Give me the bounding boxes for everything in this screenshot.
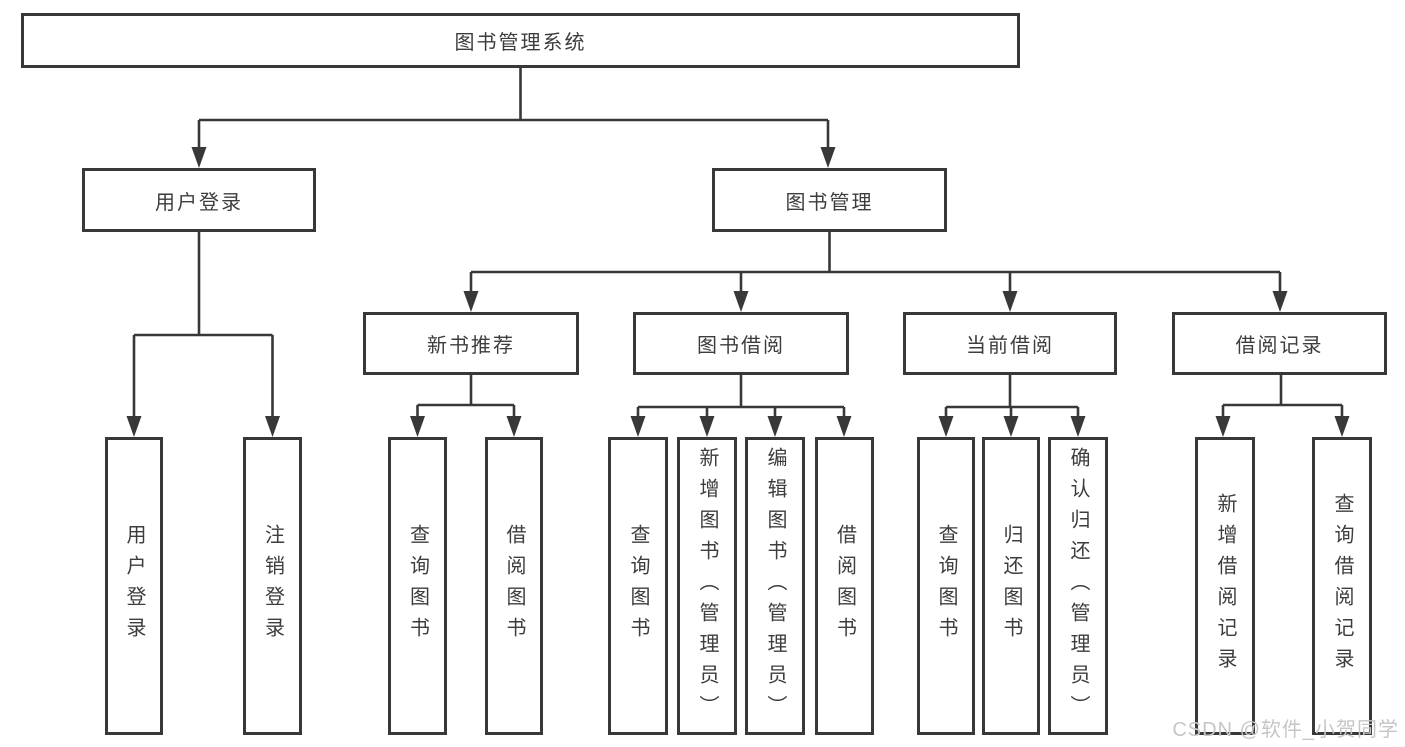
node-label: 图书管理: [785, 191, 874, 214]
node-label: 查询借阅记录: [1331, 493, 1353, 679]
node-current-borrow: 当前借阅: [903, 312, 1117, 375]
leaf-logout: 注销登录: [243, 437, 302, 735]
leaf-add-books-admin: 新增图书（管理员）: [677, 437, 737, 735]
leaf-edit-books-admin: 编辑图书（管理员）: [745, 437, 805, 735]
node-label: 图书借阅: [697, 335, 785, 357]
leaf-borrow-books-recommend: 借阅图书: [485, 437, 543, 735]
leaf-query-borrow-record: 查询借阅记录: [1312, 437, 1372, 735]
node-label: 查询图书: [406, 524, 429, 648]
leaf-query-books-current: 查询图书: [917, 437, 975, 735]
node-library-management-system: 图书管理系统: [21, 13, 1020, 68]
leaf-query-books-recommend: 查询图书: [388, 437, 447, 735]
node-book-borrow: 图书借阅: [633, 312, 849, 375]
leaf-add-borrow-record: 新增借阅记录: [1195, 437, 1255, 735]
leaf-confirm-return-admin: 确认归还（管理员）: [1048, 437, 1108, 735]
leaf-return-books: 归还图书: [982, 437, 1040, 735]
node-label: 新增借阅记录: [1214, 493, 1236, 679]
node-label: 归还图书: [1000, 524, 1022, 648]
leaf-query-books-borrow: 查询图书: [608, 437, 668, 735]
node-borrow-records: 借阅记录: [1172, 312, 1387, 375]
node-new-book-recommend: 新书推荐: [363, 312, 579, 375]
csdn-watermark: CSDN @软件_小贺同学: [1172, 719, 1399, 741]
node-book-management-branch: 图书管理: [712, 168, 947, 232]
node-label: 用户登录: [123, 524, 145, 648]
node-label: 注销登录: [261, 524, 284, 648]
node-label: 编辑图书（管理员）: [764, 446, 786, 726]
node-label: 当前借阅: [966, 335, 1054, 357]
node-user-login-branch: 用户登录: [82, 168, 316, 232]
leaf-borrow-books: 借阅图书: [815, 437, 874, 735]
node-label: 新书推荐: [427, 335, 515, 357]
node-label: 借阅记录: [1235, 335, 1324, 357]
node-label: 查询图书: [935, 524, 957, 648]
leaf-user-login: 用户登录: [105, 437, 163, 735]
node-label: 确认归还（管理员）: [1067, 446, 1089, 726]
node-label: 图书管理系统: [454, 32, 587, 54]
node-label: 借阅图书: [503, 524, 525, 648]
node-label: 借阅图书: [833, 524, 856, 648]
node-label: 新增图书（管理员）: [696, 446, 718, 726]
node-label: 查询图书: [627, 524, 649, 648]
node-label: 用户登录: [155, 191, 243, 214]
